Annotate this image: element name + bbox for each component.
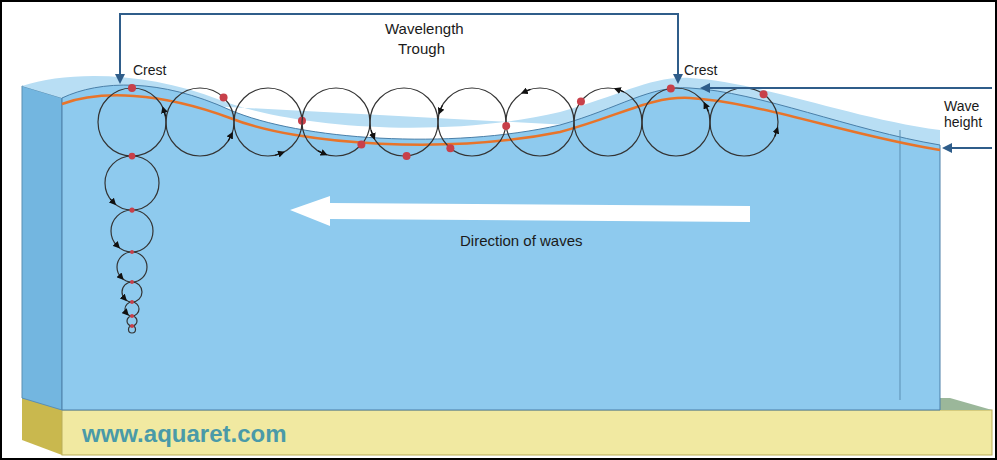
orbit-arrow [775,128,778,136]
orbit-circle [122,282,142,302]
orbit-arrow [523,89,531,92]
water-particle [760,90,768,98]
orbit-circle [710,88,778,156]
water-particle [130,300,134,304]
water-side [22,86,62,410]
orbit-circle [105,156,159,210]
water-particle [220,94,228,102]
watermark: www.aquaret.com [82,420,287,448]
orbit-circle [438,88,506,156]
orbit-arrow [124,298,126,300]
water-particle [446,144,454,152]
orbit-circle [111,210,153,252]
sand-front [62,410,992,455]
orbit-circle [370,88,438,156]
water-particle [129,207,134,212]
annotation: Direction of waves [460,232,583,249]
orbit-arrow [318,151,326,155]
water-particle [130,280,134,284]
orbit-circles [98,84,778,333]
orbit-circle [166,88,234,156]
water-particle [403,152,411,160]
water-particle [502,122,510,130]
orbit-arrow [110,199,115,204]
orbit-arrow [228,134,232,142]
water-particle [577,97,585,105]
wave-height-arrow [944,147,992,149]
orbit-arrow [120,276,123,279]
part-label: Trough [398,40,445,57]
orbit-arrow [705,104,709,112]
water-particle [129,153,136,160]
orbit-circle [506,88,574,156]
orbit-circle [234,88,302,156]
water-particle [130,250,134,254]
dimension-label: Wavelength [385,20,464,37]
water-particle [130,314,134,318]
dimension-label: Wave height [944,98,992,130]
orbit-circle [98,88,166,156]
orbit-circle [125,302,139,316]
direction-arrow [290,196,750,226]
orbit-arrow [115,243,119,247]
part-label: Crest [684,62,717,78]
orbit-circle [574,88,642,156]
orbit-arrow [439,105,442,113]
wavelength-bracket [120,14,678,80]
orbit-arrow [163,108,165,116]
back-edge [900,130,901,400]
wave-height-arrow [702,87,992,89]
orbit-arrow [616,89,624,92]
orbit-arrow [371,130,374,138]
orbit-circle [117,252,147,282]
water-front [62,85,940,410]
part-label: Crest [133,62,166,78]
water-particle [128,84,136,92]
orbit-arrow [275,152,283,155]
water-particle [667,84,675,92]
orbit-circle [302,88,370,156]
orbit-circle [642,88,710,156]
water-particle [130,324,134,328]
water-particle [357,141,365,149]
orbit-arrow [126,313,127,314]
